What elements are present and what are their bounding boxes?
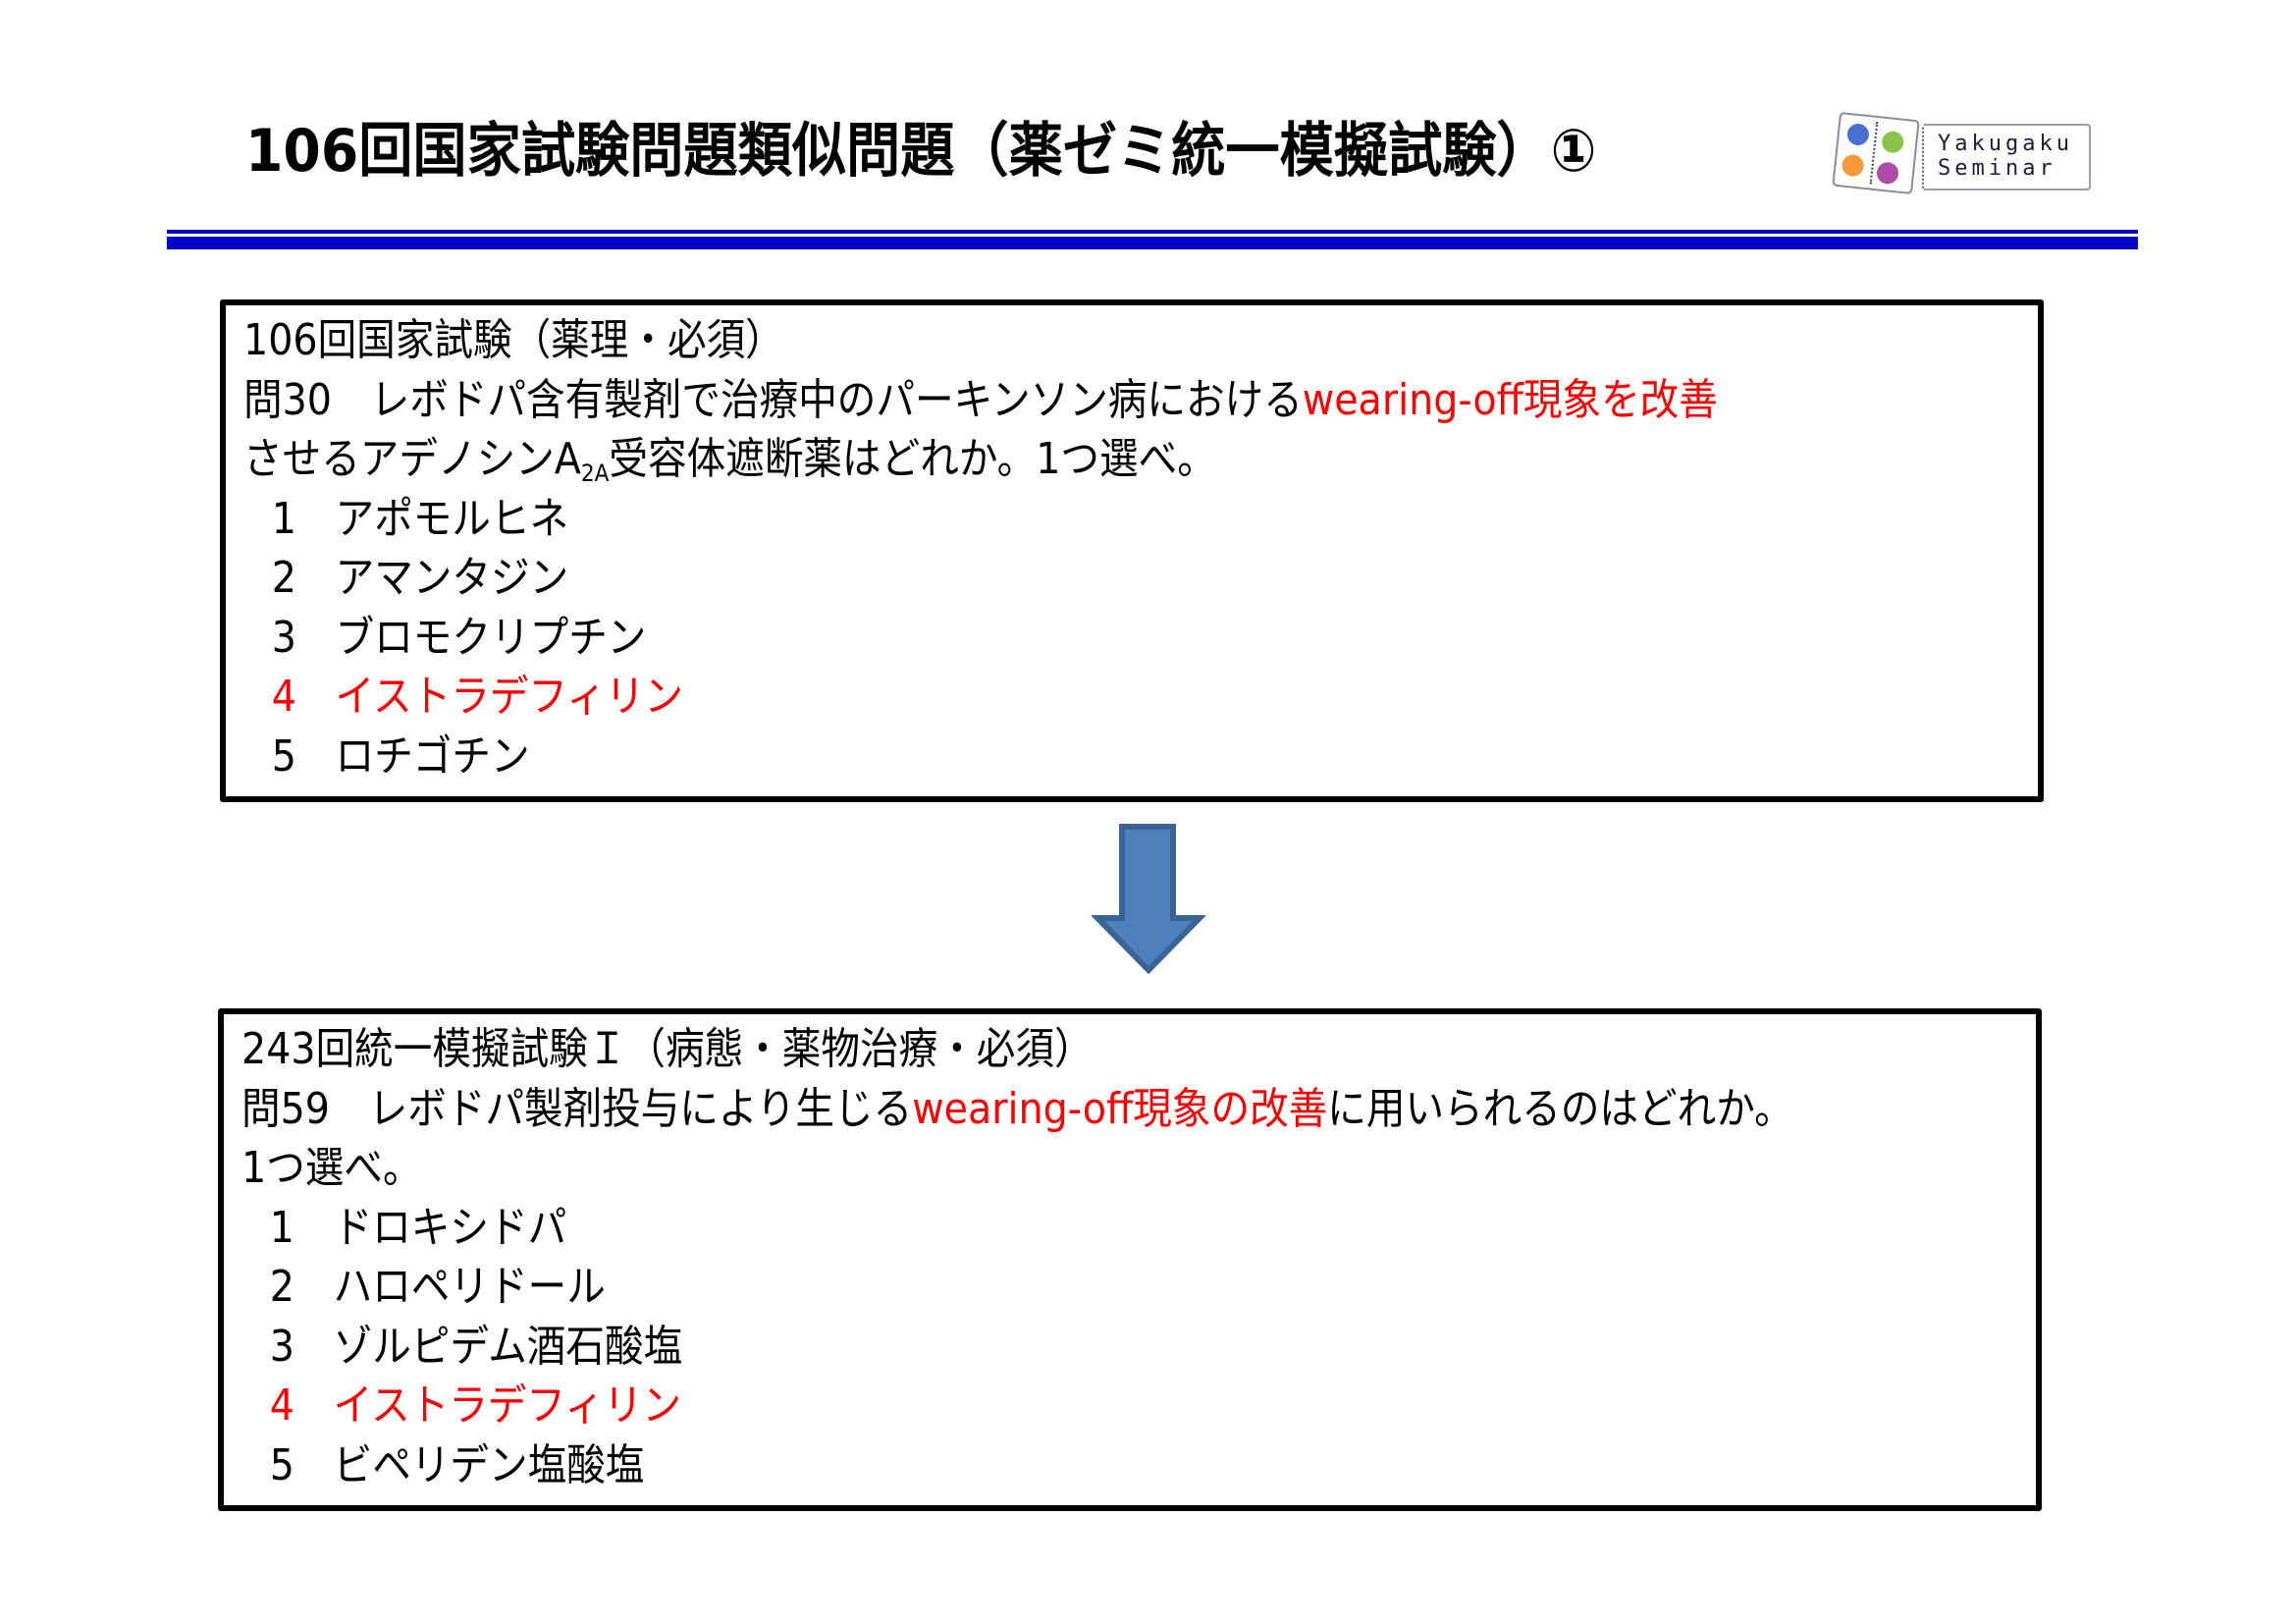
option-number: 4 bbox=[269, 1380, 294, 1431]
logo-card-icon bbox=[1832, 111, 1920, 195]
question-stem-line2: させるアデノシンA2A受容体遮断薬はどれか。1つ選べ。 bbox=[243, 430, 1849, 490]
option-number: 5 bbox=[271, 731, 296, 782]
option-text: ロチゴチン bbox=[335, 731, 530, 782]
answer-option: 2 アマンタジン bbox=[243, 549, 1849, 609]
option-number: 1 bbox=[271, 493, 296, 544]
question-header: 243回統一模擬試験Ｉ（病態・薬物治療・必須） bbox=[241, 1024, 1094, 1074]
option-text: アマンタジン bbox=[335, 553, 569, 603]
stem-line2-a: させるアデノシンA bbox=[243, 434, 581, 484]
logo-dot-blue bbox=[1845, 122, 1870, 147]
answer-option: 3 ブロモクリプチン bbox=[243, 609, 1849, 669]
answer-option: 5 ロチゴチン bbox=[243, 728, 1849, 787]
stem-highlight: wearing-off現象の改善 bbox=[912, 1083, 1328, 1134]
stem-prefix: 問30 レボドパ含有製剤で治療中のパーキンソン病における bbox=[243, 374, 1303, 425]
logo-line1: Yakugaku bbox=[1938, 132, 2073, 156]
question-content: 106回国家試験（薬理・必須） 問30 レボドパ含有製剤で治療中のパーキンソン病… bbox=[243, 311, 1849, 786]
option-number: 1 bbox=[269, 1202, 294, 1253]
answer-option-correct: 4 イストラデフィリン bbox=[241, 1377, 1847, 1436]
answer-option: 5 ビペリデン塩酸塩 bbox=[241, 1436, 1847, 1496]
down-arrow-icon bbox=[1092, 824, 1205, 975]
option-text: イストラデフィリン bbox=[335, 672, 684, 722]
answer-option: 2 ハロペリドール bbox=[241, 1258, 1847, 1318]
option-text: ハロペリドール bbox=[333, 1262, 606, 1312]
option-number: 3 bbox=[271, 612, 296, 663]
question-stem-line2: 1つ選べ。 bbox=[241, 1143, 422, 1193]
option-number: 5 bbox=[269, 1439, 294, 1490]
stem-suffix: に用いられるのはどれか。 bbox=[1327, 1083, 1793, 1134]
logo-dot-green bbox=[1881, 130, 1905, 154]
page-title: 106回国家試験問題類似問題（薬ゼミ統一模擬試験）① bbox=[245, 117, 1597, 186]
answer-option: 3 ゾルピデム酒石酸塩 bbox=[241, 1318, 1847, 1378]
logo-text-box: Yakugaku Seminar bbox=[1922, 124, 2091, 190]
question-header: 106回国家試験（薬理・必須） bbox=[243, 315, 784, 365]
question-box-mock-exam: 243回統一模擬試験Ｉ（病態・薬物治療・必須） 問59 レボドパ製剤投与により生… bbox=[218, 1008, 2042, 1511]
option-number: 4 bbox=[271, 672, 296, 722]
option-text: アポモルヒネ bbox=[335, 493, 569, 544]
option-text: ドロキシドパ bbox=[333, 1202, 567, 1253]
question-stem-line1: 問30 レボドパ含有製剤で治療中のパーキンソン病におけるwearing-off現… bbox=[243, 371, 1849, 431]
logo-text: Yakugaku Seminar bbox=[1938, 132, 2073, 181]
option-text: ビペリデン塩酸塩 bbox=[333, 1439, 645, 1490]
logo-dot-orange bbox=[1841, 153, 1865, 178]
option-number: 2 bbox=[269, 1262, 294, 1312]
question-stem-line1: 問59 レボドパ製剤投与により生じるwearing-off現象の改善に用いられる… bbox=[241, 1080, 1847, 1140]
stem-prefix: 問59 レボドパ製剤投与により生じる bbox=[241, 1083, 913, 1134]
question-content: 243回統一模擬試験Ｉ（病態・薬物治療・必須） 問59 レボドパ製剤投与により生… bbox=[241, 1020, 1847, 1495]
stem-line2-b: 受容体遮断薬はどれか。1つ選べ。 bbox=[609, 434, 1216, 484]
option-text: ゾルピデム酒石酸塩 bbox=[333, 1321, 683, 1372]
answer-option-correct: 4 イストラデフィリン bbox=[243, 668, 1849, 728]
stem-highlight: wearing-off現象を改善 bbox=[1302, 374, 1718, 425]
option-text: イストラデフィリン bbox=[333, 1380, 682, 1431]
yakugaku-seminar-logo: Yakugaku Seminar bbox=[1828, 110, 2093, 195]
header-rule-thick bbox=[167, 237, 2138, 249]
option-text: ブロモクリプチン bbox=[335, 612, 647, 663]
option-number: 3 bbox=[269, 1321, 294, 1372]
option-number: 2 bbox=[271, 553, 296, 603]
logo-line2: Seminar bbox=[1938, 156, 2056, 181]
header-rule-thin bbox=[167, 230, 2138, 234]
stem-subscript: 2A bbox=[580, 460, 610, 487]
answer-option: 1 アポモルヒネ bbox=[243, 490, 1849, 550]
question-box-national-exam: 106回国家試験（薬理・必須） 問30 レボドパ含有製剤で治療中のパーキンソン病… bbox=[220, 299, 2044, 802]
logo-dot-purple bbox=[1875, 161, 1900, 186]
answer-option: 1 ドロキシドパ bbox=[241, 1199, 1847, 1259]
